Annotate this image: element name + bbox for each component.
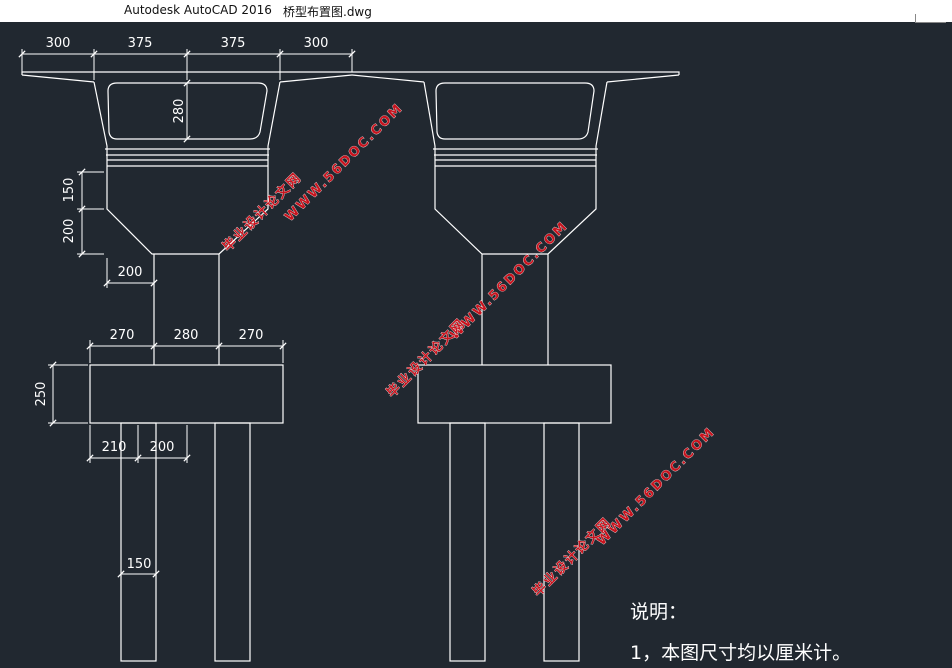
drawing-canvas[interactable]: 300 375 375 300 280 150 200 200 270 280 … — [0, 22, 952, 668]
watermark-url: WWW.56DOC.COM — [282, 100, 406, 224]
dim-footing-height: 250 — [34, 382, 49, 407]
right-pier — [417, 81, 612, 662]
dim-box-height: 280 — [172, 99, 187, 124]
dim-deck-right-cantilever: 300 — [304, 36, 329, 51]
dim-cap-taper: 200 — [62, 219, 77, 244]
dim-deck-left-web: 375 — [128, 36, 153, 51]
watermarks: WWW.56DOC.COM 毕业设计论文网 WWW.56DOC.COM 毕业设计… — [219, 100, 719, 600]
app-title: Autodesk AutoCAD 2016 — [124, 3, 272, 17]
drawing-notes: 说明： 1，本图尺寸均以厘米计。 — [630, 601, 851, 664]
left-pier — [89, 81, 284, 662]
dim-pile-gap: 200 — [150, 440, 175, 455]
dim-footing-right: 270 — [239, 328, 264, 343]
notes-heading: 说明： — [630, 601, 687, 623]
title-bar: Autodesk AutoCAD 2016 桥型布置图.dwg — [0, 0, 952, 23]
dim-cap-upper: 150 — [62, 178, 77, 203]
window-corner — [915, 14, 946, 23]
dimension-texts: 300 375 375 300 280 150 200 200 270 280 … — [34, 36, 328, 572]
dim-column-width: 280 — [174, 328, 199, 343]
dim-footing-left: 270 — [110, 328, 135, 343]
file-title: 桥型布置图.dwg — [283, 5, 372, 19]
watermark-site: 毕业设计论文网 — [384, 315, 470, 401]
dim-deck-right-web: 375 — [221, 36, 246, 51]
notes-item-1: 1，本图尺寸均以厘米计。 — [630, 642, 851, 664]
watermark-site: 毕业设计论文网 — [530, 514, 616, 600]
dim-pile-edge: 210 — [102, 440, 127, 455]
watermark-url: WWW.56DOC.COM — [594, 424, 718, 548]
bridge-drawing[interactable]: 300 375 375 300 280 150 200 200 270 280 … — [0, 22, 952, 668]
dim-pile-width: 150 — [127, 557, 152, 572]
dim-cap-offset: 200 — [118, 265, 143, 280]
dimension-lines — [18, 49, 356, 578]
deck-slab — [21, 71, 680, 83]
dim-deck-left-cantilever: 300 — [46, 36, 71, 51]
